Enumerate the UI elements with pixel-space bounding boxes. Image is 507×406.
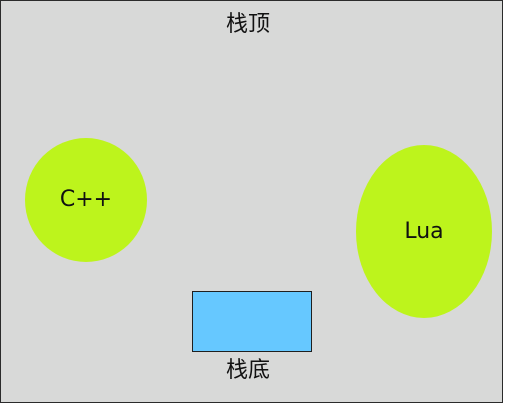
lua-node-label: Lua [404,218,444,244]
stack-top-label: 栈顶 [225,12,270,37]
stack-bottom-label: 栈底 [225,358,270,383]
stack-element-box [192,291,312,352]
cpp-node: C++ [25,138,147,262]
lua-node: Lua [356,145,492,318]
cpp-node-label: C++ [59,187,113,212]
